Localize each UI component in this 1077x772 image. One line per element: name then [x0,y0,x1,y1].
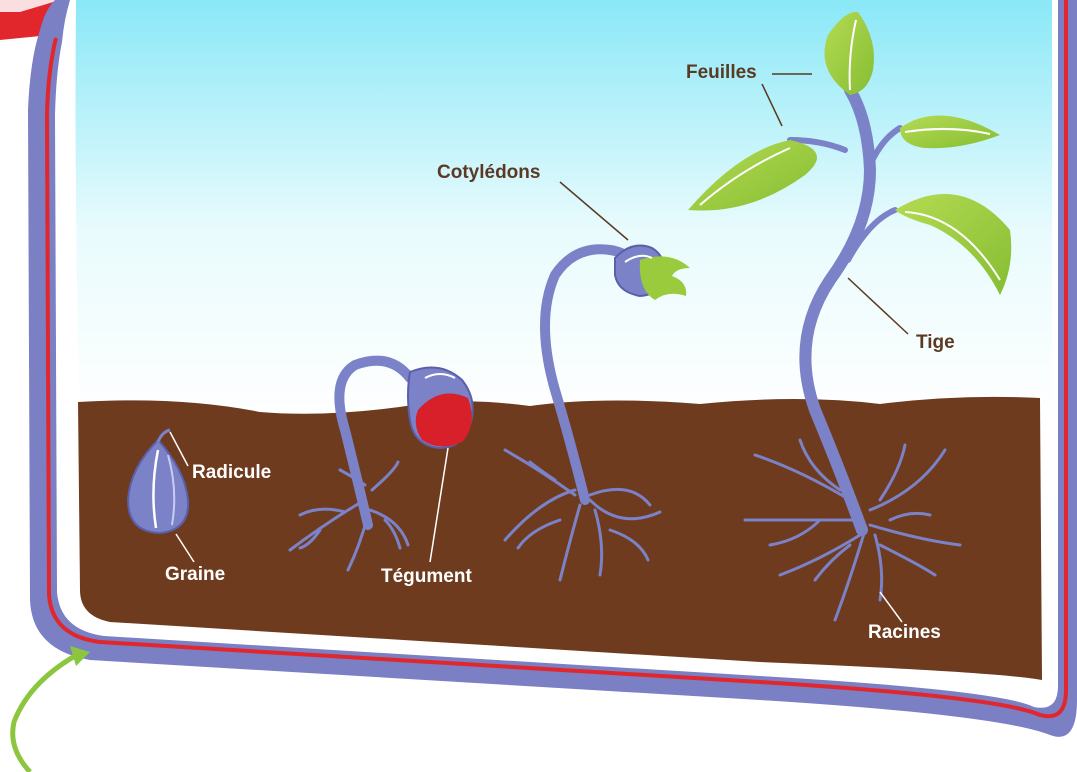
label-tegument: Tégument [381,566,472,587]
label-feuilles: Feuilles [686,62,757,83]
label-radicule: Radicule [192,462,271,483]
label-tige: Tige [916,332,955,353]
label-graine: Graine [165,564,225,585]
curved-arrow-icon [13,646,90,772]
label-cotyledons: Cotylédons [437,162,540,183]
label-racines: Racines [868,622,941,643]
